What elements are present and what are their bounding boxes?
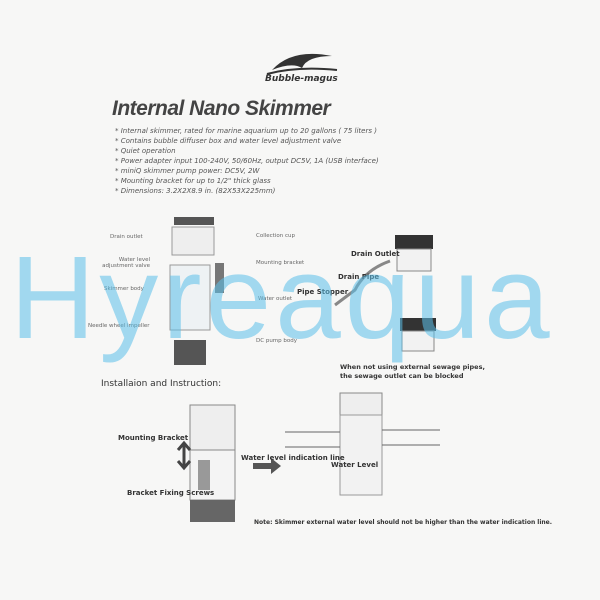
feature-item: * Quiet operation — [115, 147, 176, 155]
label-drain-outlet-2: Drain Outlet — [351, 250, 400, 258]
feature-item: * Contains bubble diffuser box and water… — [115, 137, 342, 145]
label-mounting-bracket: Mounting bracket — [256, 260, 305, 266]
install-heading: Installaion and Instruction: — [101, 379, 222, 389]
label-pipe-stopper: Pipe Stopper — [297, 288, 349, 296]
label-skimmer-body: Skimmer body — [104, 286, 144, 292]
exploded-skimmer-diagram — [169, 217, 224, 365]
label-valve: Water level adjustment valve — [102, 257, 150, 269]
label-indication-line: Water level indication line — [241, 454, 345, 462]
label-drain-outlet: Drain outlet — [110, 234, 143, 240]
feature-item: * Internal skimmer, rated for marine aqu… — [115, 127, 377, 135]
brand-name: Bubble-magus — [265, 74, 338, 84]
feature-item: * Power adapter input 100-240V, 50/60Hz,… — [115, 157, 379, 165]
watermark: Hyreaqua — [10, 232, 554, 364]
water-level-diagram — [285, 392, 440, 496]
bracket-diagram — [176, 404, 236, 522]
feature-list: * Internal skimmer, rated for marine aqu… — [115, 126, 379, 196]
arrow-right-icon — [253, 458, 281, 474]
label-water-level: Water Level — [331, 461, 379, 469]
drain-diagram — [334, 235, 436, 352]
label-impeller: Needle wheel impeller — [88, 323, 150, 329]
drain-note-1: When not using external sewage pipes, — [340, 363, 485, 371]
page-title: Internal Nano Skimmer — [112, 97, 331, 120]
brand-logo-icon — [266, 53, 338, 75]
label-water-outlet: Water outlet — [258, 296, 293, 302]
label-drain-pipe: Drain Pipe — [338, 273, 380, 281]
install-note: Note: Skimmer external water level shoul… — [254, 519, 553, 526]
label-fixing-screws: Bracket Fixing Screws — [127, 489, 215, 497]
label-mounting-bracket-2: Mounting Bracket — [118, 434, 189, 442]
drain-note-2: the sewage outlet can be blocked — [340, 372, 464, 380]
feature-item: * miniQ skimmer pump power: DC5V, 2W — [115, 167, 260, 175]
label-collection-cup: Collection cup — [256, 233, 295, 239]
feature-item: * Mounting bracket for up to 1/2" thick … — [115, 177, 271, 185]
label-pump-body: DC pump body — [256, 338, 298, 344]
feature-item: * Dimensions: 3.2X2X8.9 in. (82X53X225mm… — [115, 187, 276, 195]
